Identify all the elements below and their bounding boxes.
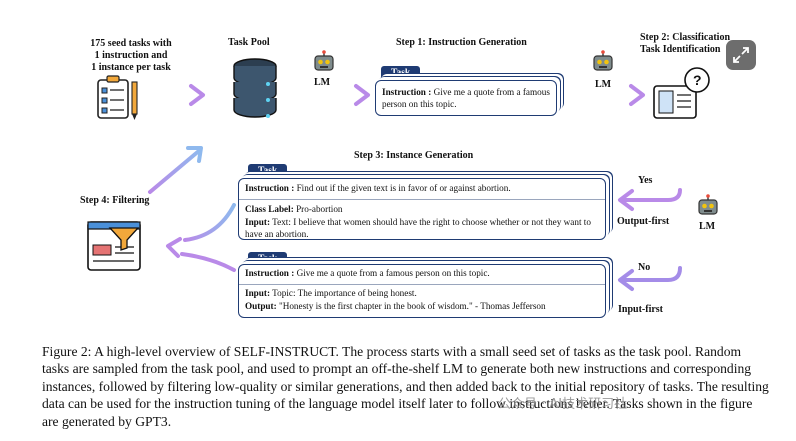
instruction-text: Give me a quote from a famous person on … xyxy=(294,268,490,278)
instruction-key: Instruction : xyxy=(382,87,432,97)
expand-button[interactable] xyxy=(726,40,756,70)
seed-tasks-label: 175 seed tasks with 1 instruction and 1 … xyxy=(90,38,172,73)
step2-title: Step 2: Classification Task Identificati… xyxy=(640,32,730,55)
output-first-task-tab: Task xyxy=(248,164,288,178)
input-key: Input: xyxy=(245,217,271,227)
step1-task-tab: Task xyxy=(381,66,421,80)
step3-title: Step 3: Instance Generation xyxy=(354,150,474,161)
watermark: 公众号 · AI技术研习社 xyxy=(498,397,628,412)
step4-title: Step 4: Filtering xyxy=(80,195,150,206)
arrow-pool-to-generation xyxy=(290,84,370,106)
output-first-task-card: Instruction : Find out if the given text… xyxy=(238,178,606,240)
input-text: Topic: The importance of being honest. xyxy=(270,287,417,298)
database-icon xyxy=(233,58,277,118)
lm-label-right: LM xyxy=(595,79,612,90)
classifier-icon: ? xyxy=(653,67,710,119)
filter-icon xyxy=(87,221,141,271)
checklist-icon xyxy=(97,75,138,120)
output-first-instruction: Instruction : Find out if the given text… xyxy=(239,179,605,199)
robot-icon xyxy=(314,50,334,71)
figure-caption: Figure 2: A high-level overview of SELF-… xyxy=(42,344,769,429)
instruction-key: Instruction : xyxy=(245,183,295,193)
output-first-class-label: Class Label: Pro-abortion xyxy=(239,198,605,218)
robot-icon xyxy=(698,194,718,215)
output-first-input: Input: Text: I believe that women should… xyxy=(239,217,605,242)
robot-icon xyxy=(593,50,613,71)
output-key: Output: xyxy=(245,301,277,311)
input-first-output: Output: "Honesty is the first chapter in… xyxy=(239,301,605,315)
arrow-classification-branches xyxy=(618,126,682,291)
input-first-instruction: Instruction : Give me a quote from a fam… xyxy=(239,265,605,284)
input-text: Text: I believe that women should have t… xyxy=(245,217,591,239)
no-label: No xyxy=(638,262,651,273)
lm-label-left: LM xyxy=(314,77,331,88)
svg-text:?: ? xyxy=(693,72,702,88)
input-first-label: Input-first xyxy=(618,304,664,315)
output-first-label: Output-first xyxy=(617,216,670,227)
arrow-instances-to-filter xyxy=(166,203,236,272)
instruction-key: Instruction : xyxy=(245,268,295,278)
input-key: Input: xyxy=(245,287,271,298)
class-label-key: Class Label: xyxy=(245,203,294,214)
input-first-task-tab: Task xyxy=(248,252,288,266)
instruction-text: Give me a quote from a famous person on … xyxy=(382,87,550,109)
arrow-generation-to-classification xyxy=(568,84,645,106)
task-pool-label: Task Pool xyxy=(228,37,270,48)
arrow-filter-to-pool xyxy=(148,146,203,194)
instruction-text: Find out if the given text is in favor o… xyxy=(294,183,511,193)
output-text: "Honesty is the first chapter in the boo… xyxy=(276,301,546,311)
class-label-text: Pro-abortion xyxy=(293,203,343,214)
overview-figure: ? xyxy=(87,50,718,291)
step1-title: Step 1: Instruction Generation xyxy=(396,37,527,48)
yes-label: Yes xyxy=(638,175,653,186)
step1-instruction: Instruction : Give me a quote from a fam… xyxy=(376,81,556,112)
lm-label-side: LM xyxy=(699,221,716,232)
input-first-task-card: Instruction : Give me a quote from a fam… xyxy=(238,264,606,318)
expand-icon xyxy=(733,47,749,63)
input-first-input: Input: Topic: The importance of being ho… xyxy=(239,283,605,302)
arrow-seed-to-pool xyxy=(148,84,205,106)
step1-task-card: Instruction : Give me a quote from a fam… xyxy=(375,80,557,116)
